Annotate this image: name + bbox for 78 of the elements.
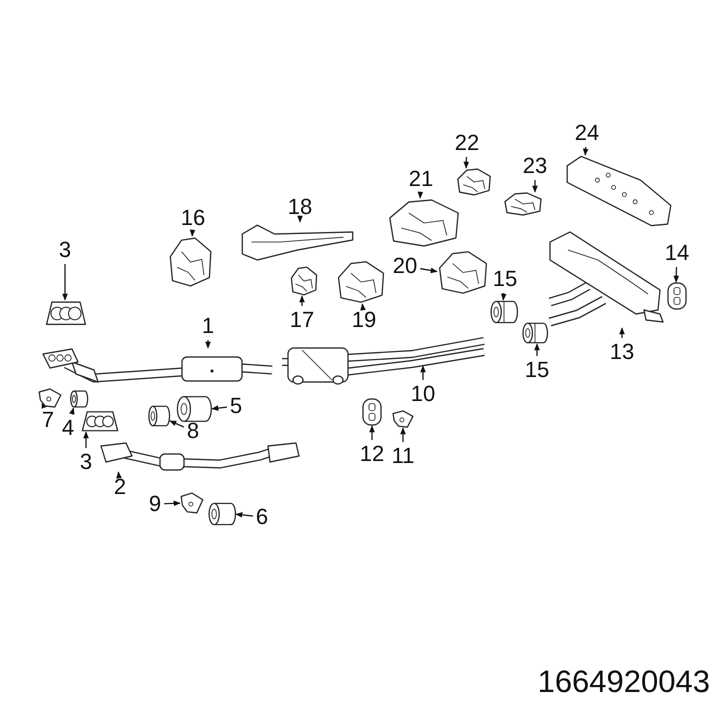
rubber-hanger-drawing	[667, 282, 687, 310]
callout-number: 3	[58, 238, 72, 262]
leader-line	[532, 180, 538, 193]
callout-number: 23	[522, 154, 548, 178]
gasket-drawing	[80, 410, 120, 432]
callout-number: 18	[286, 195, 314, 219]
bracket-drawing	[392, 410, 414, 428]
callout-number: 11	[390, 444, 416, 468]
leader-line	[534, 343, 540, 356]
sleeve-drawing	[148, 405, 170, 427]
callout-number: 8	[186, 419, 200, 443]
callout-number: 3	[78, 450, 94, 474]
leader-line	[369, 425, 375, 440]
heat-shield-drawing	[565, 155, 673, 227]
leader-line	[619, 327, 625, 338]
callout-number: 22	[454, 131, 480, 155]
callout-number: 7	[40, 408, 56, 432]
sleeve-drawing	[208, 502, 236, 526]
heat-shield-drawing	[503, 192, 543, 216]
leader-line	[400, 427, 406, 442]
clamp-drawing	[522, 322, 548, 344]
heat-shield-drawing	[386, 198, 462, 248]
heat-shield-drawing	[336, 260, 386, 304]
center-muffler-pipe-drawing	[282, 336, 486, 386]
heat-shield-drawing	[290, 266, 318, 296]
callout-number: 20	[392, 254, 418, 278]
heat-shield-drawing	[437, 250, 489, 295]
leader-line	[673, 266, 680, 283]
callout-number: 5	[228, 394, 244, 418]
leader-line	[205, 340, 211, 349]
leader-line	[164, 500, 181, 506]
sleeve-drawing	[176, 395, 212, 423]
heat-shield-drawing	[240, 222, 355, 262]
rear-muffler-drawing	[548, 230, 664, 328]
callout-number: 15	[524, 358, 550, 382]
callout-number: 6	[254, 505, 270, 529]
callout-number: 10	[410, 382, 436, 406]
heat-shield-drawing	[456, 168, 492, 196]
leader-line	[464, 156, 470, 169]
leader-line	[116, 471, 122, 479]
rubber-hanger-drawing	[362, 398, 382, 426]
callout-number: 13	[608, 340, 636, 364]
callout-number: 19	[350, 308, 378, 332]
callout-number: 4	[60, 416, 76, 440]
callout-number: 2	[112, 475, 128, 499]
leader-line	[297, 216, 303, 223]
leader-line	[83, 431, 89, 448]
leader-line	[418, 192, 424, 199]
bracket-drawing	[38, 388, 62, 408]
callout-number: 12	[358, 442, 386, 466]
callout-number: 17	[288, 308, 316, 332]
gasket-drawing	[44, 300, 88, 326]
leader-line	[420, 365, 426, 380]
heat-shield-drawing	[168, 236, 213, 288]
callout-number: 15	[492, 267, 518, 291]
leader-line	[62, 264, 68, 301]
leader-line	[190, 230, 196, 237]
exhaust-pipe-drawing	[100, 442, 300, 472]
callout-number: 1	[200, 314, 216, 338]
callout-number: 14	[664, 241, 690, 265]
leader-line	[360, 303, 366, 311]
callout-number: 24	[574, 121, 600, 145]
leader-line	[211, 405, 227, 411]
clamp-drawing	[490, 300, 518, 324]
bracket-drawing	[180, 492, 204, 514]
leader-line	[235, 512, 253, 518]
callout-number: 16	[180, 206, 206, 230]
leader-line	[42, 403, 49, 409]
callout-number: 9	[148, 492, 162, 516]
leader-line	[420, 268, 438, 274]
leader-line	[500, 292, 507, 301]
leader-line	[69, 407, 74, 415]
leader-line	[299, 295, 305, 306]
part-number: 1664920043	[538, 664, 710, 700]
leader-line	[582, 146, 588, 156]
sleeve-drawing	[70, 390, 88, 408]
callout-number: 21	[408, 167, 434, 191]
leader-line	[169, 420, 184, 428]
